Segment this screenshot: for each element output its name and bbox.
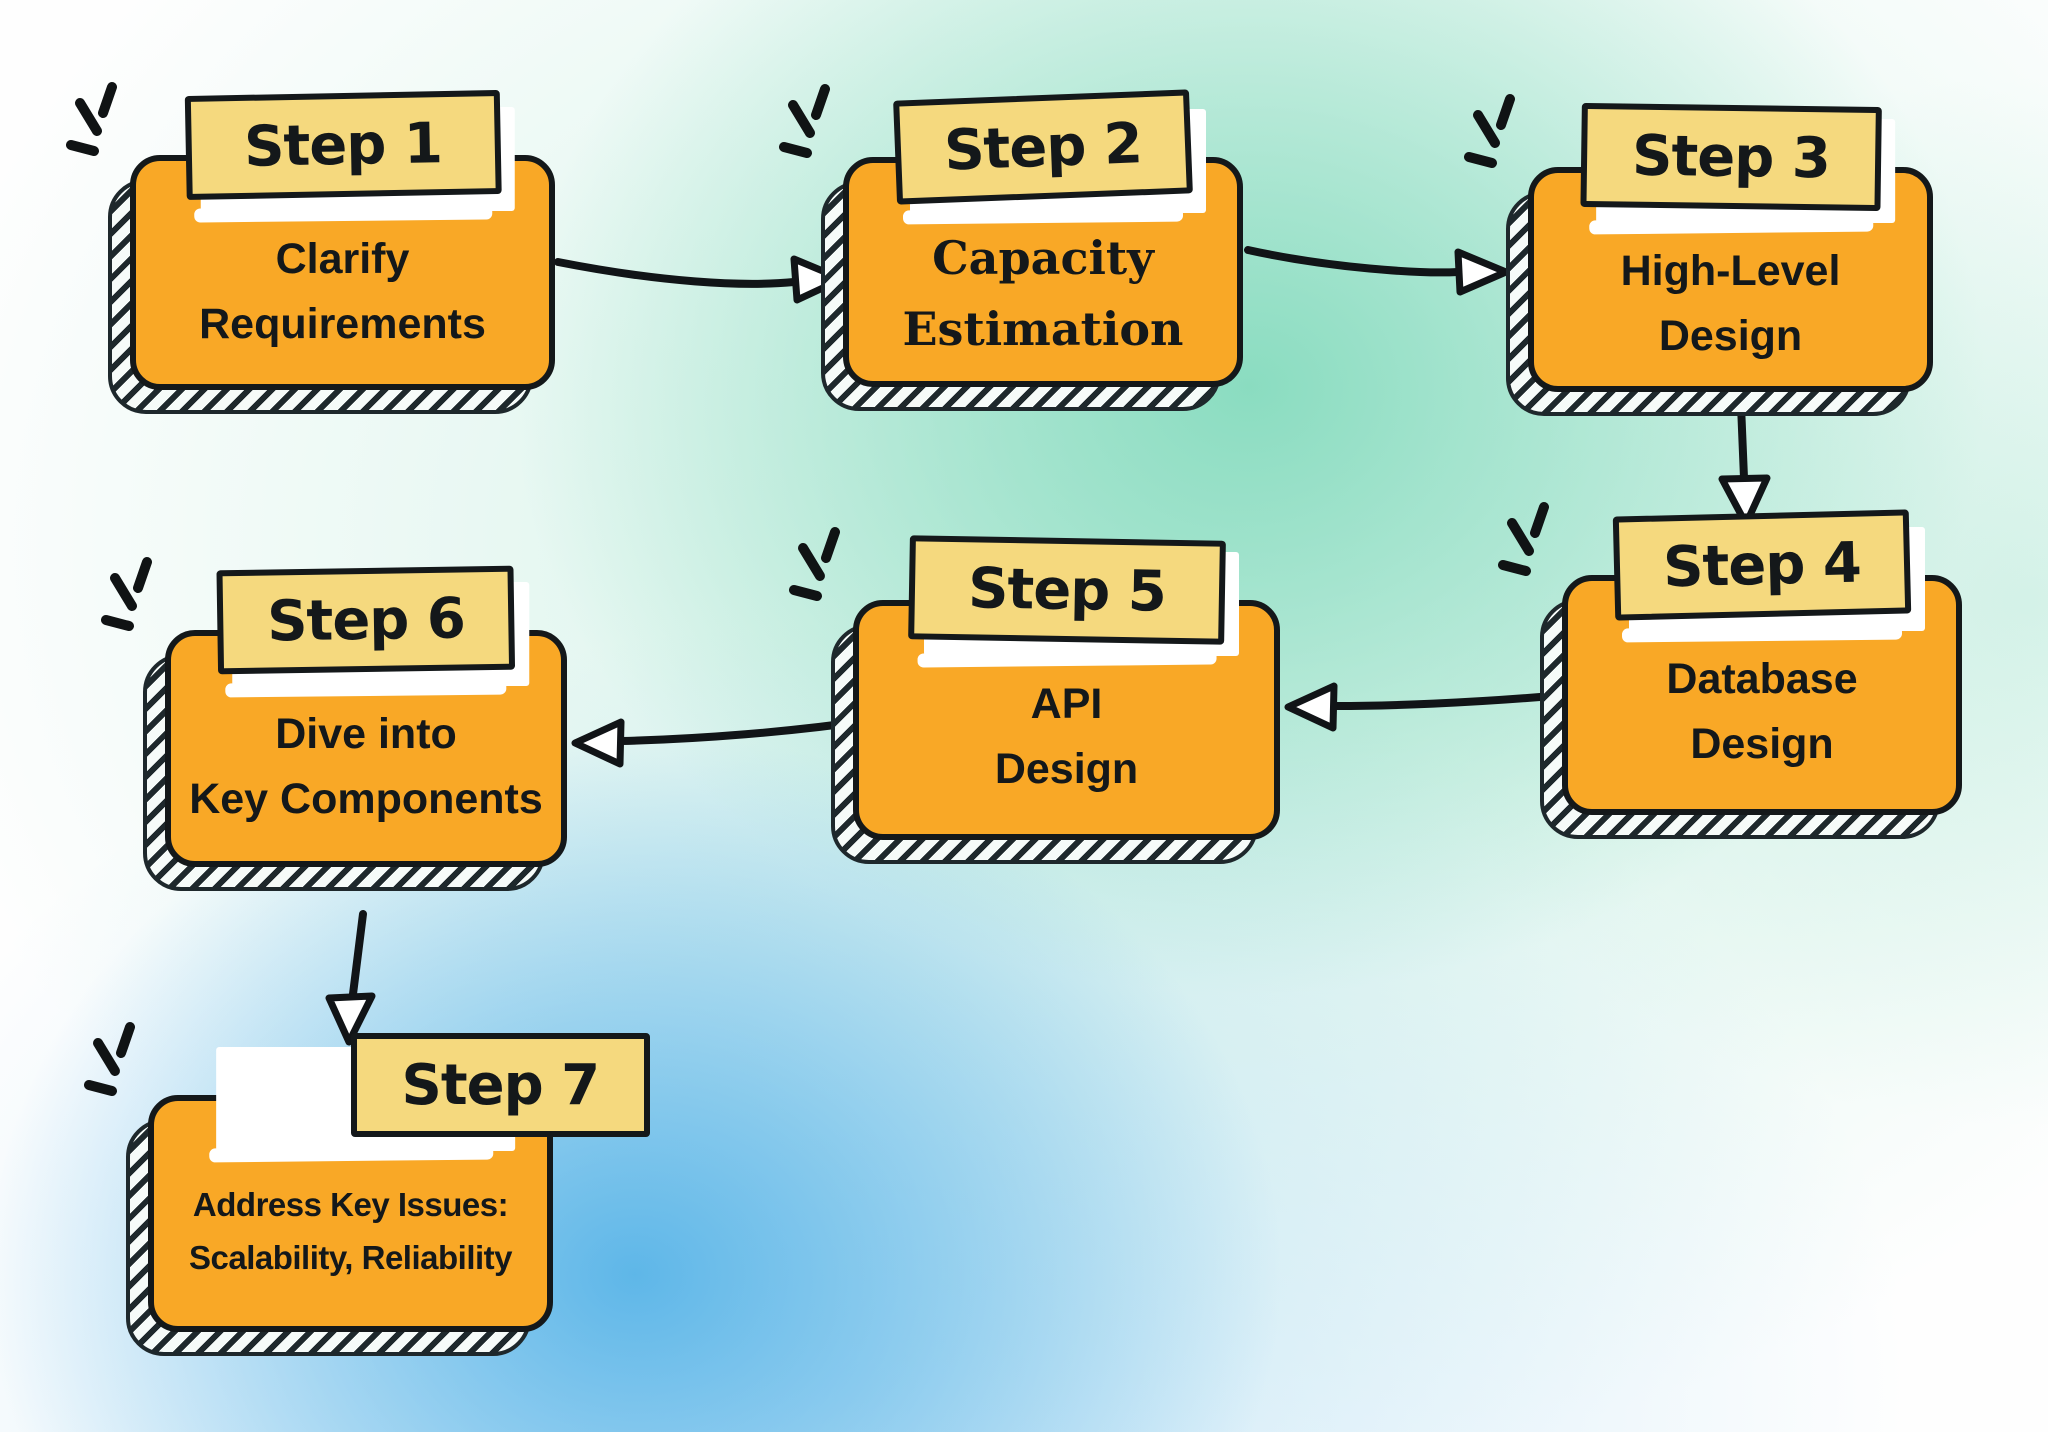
step-1-card: Step 1 Clarify Requirements — [66, 82, 555, 414]
step-4-card: Step 4 Database Design — [1498, 502, 1962, 839]
step-3-title: High-Level Design — [1620, 247, 1841, 360]
arrow-step3-step4 — [1718, 401, 1771, 528]
arrow-step6-step7 — [325, 910, 376, 1046]
step-1-badge: Step 1 — [184, 89, 501, 201]
step-4-badge-label: Step 4 — [1662, 530, 1862, 600]
arrow-step1-step2 — [554, 255, 846, 304]
step-5-badge: Step 5 — [907, 535, 1226, 645]
step-7-badge: Step 7 — [350, 1033, 651, 1137]
step-6-badge: Step 6 — [216, 565, 516, 675]
spark-icon — [101, 557, 152, 631]
spark-icon — [66, 82, 117, 156]
step-4-title: Database Design — [1666, 655, 1858, 768]
step-5-card: Step 5 API Design — [789, 527, 1280, 864]
step-2-card: Step 2 Capacity Estimation — [779, 84, 1243, 411]
step-7-title: Address Key Issues: Scalability, Reliabi… — [188, 1186, 513, 1276]
step-3-badge-label: Step 3 — [1631, 123, 1830, 191]
spark-icon — [789, 527, 840, 601]
step-2-badge: Step 2 — [893, 89, 1193, 205]
step-7-badge-label: Step 7 — [401, 1052, 601, 1118]
step-1-badge-label: Step 1 — [243, 110, 442, 180]
spark-icon — [1464, 94, 1515, 168]
step-2-badge-label: Step 2 — [942, 110, 1143, 184]
step-6-title: Dive into Key Components — [189, 710, 543, 823]
step-7-card: Step 7 Address Key Issues: Scalability, … — [84, 1022, 651, 1356]
step-3-card: Step 3 High-Level Design — [1464, 94, 1933, 416]
step-6-card: Step 6 Dive into Key Components — [101, 557, 567, 891]
step-2-title: Capacity Estimation — [902, 231, 1184, 357]
step-1-title: Clarify Requirements — [199, 235, 486, 348]
arrow-step4-step5 — [1284, 682, 1556, 732]
step-5-title: API Design — [994, 680, 1139, 793]
step-3-badge: Step 3 — [1579, 102, 1882, 212]
spark-icon — [1498, 502, 1549, 576]
step-4-badge: Step 4 — [1612, 509, 1912, 621]
arrow-step2-step3 — [1244, 246, 1510, 296]
arrow-step5-step6 — [571, 716, 876, 768]
step-6-badge-label: Step 6 — [266, 585, 466, 655]
spark-icon — [779, 84, 830, 158]
step-5-badge-label: Step 5 — [967, 555, 1166, 625]
spark-icon — [84, 1022, 135, 1096]
